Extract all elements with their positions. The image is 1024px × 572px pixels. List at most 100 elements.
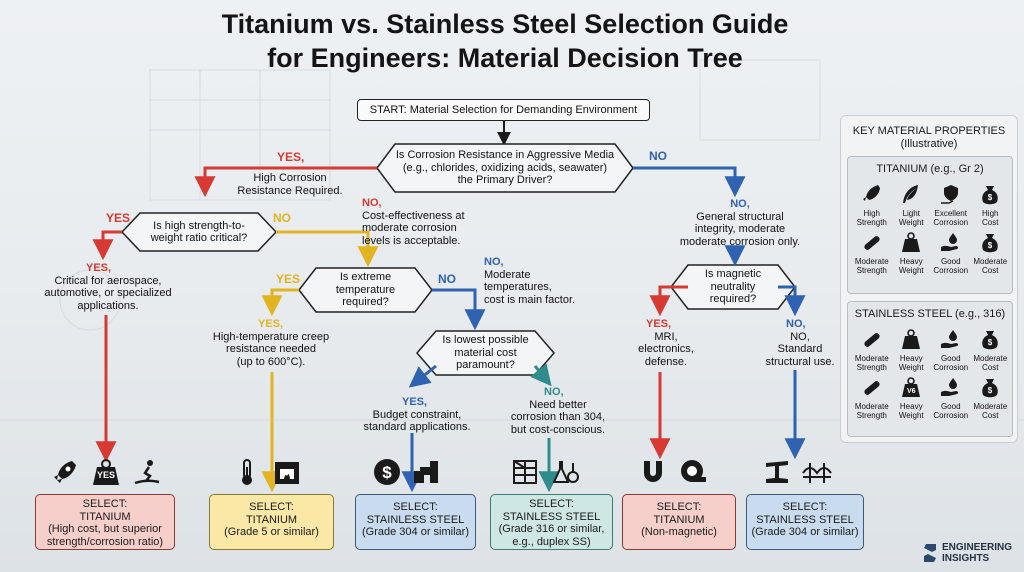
- stainless-label-5-b: Strength: [856, 411, 887, 420]
- feather-icon: [903, 185, 919, 203]
- sel4-d2: e.g., duplex SS): [512, 535, 591, 548]
- bar-icon: [864, 381, 880, 395]
- sel3-d1: (Grade 304 or similar): [362, 526, 469, 538]
- yes-badge-text: YES: [96, 470, 115, 480]
- q1-yes-text-2: Resistance Required.: [237, 184, 343, 197]
- selection-stainless-304-structural: SELECT: STAINLESS STEEL (Grade 304 or si…: [746, 494, 864, 550]
- money-bag-icon: $: [982, 379, 999, 398]
- titanium-label-8-a: Moderate: [973, 257, 1008, 266]
- weight-icon: [902, 377, 921, 397]
- yes-weight-icon: YES: [90, 457, 122, 487]
- selection-titanium-1: SELECT: TITANIUM (High cost, but superio…: [35, 494, 175, 550]
- q5-yes-text-3: defense.: [644, 355, 688, 368]
- dollar-coin-icon: $: [374, 459, 400, 485]
- q5-line-2: neutrality: [710, 280, 756, 293]
- q1-line-1: Is Corrosion Resistance in Aggressive Me…: [395, 149, 615, 162]
- svg-text:$: $: [988, 241, 993, 250]
- arrow-q2-no: [276, 230, 379, 268]
- panel-title-2: (Illustrative): [900, 138, 958, 150]
- logo-mark-icon: [924, 544, 936, 562]
- q2-line-1: Is high strength-to-: [153, 219, 245, 232]
- weight-icon: [902, 232, 921, 252]
- titanium-label-5-b: Strength: [856, 266, 887, 275]
- weight-badge-text: V6: [906, 388, 916, 395]
- page-title-line-2: for Engineers: Material Decision Tree: [267, 43, 743, 73]
- stainless-label-6-a: Heavy: [899, 402, 923, 411]
- q4-yes-text-1: Budget constraint,: [372, 408, 462, 421]
- start-text: START: Material Selection for Demanding …: [369, 103, 638, 116]
- q4-no-text-1: Need better: [529, 398, 587, 411]
- titanium-label-3-b: Corrosion: [933, 218, 969, 227]
- mri-scanner-icon: [681, 460, 706, 482]
- sel1-d2: strength/corrosion ratio): [46, 535, 164, 548]
- icons-group-6: [762, 454, 832, 490]
- flask-icon: [552, 461, 579, 483]
- sel6-h2: STAINLESS STEEL: [756, 513, 854, 526]
- icons-group-3: $: [372, 454, 442, 490]
- q4-no-text-3: but cost-conscious.: [510, 423, 606, 436]
- q2-no-text-2: moderate corrosion: [362, 222, 457, 234]
- q1-yes-text-1: High Corrosion: [253, 172, 327, 184]
- hand-shield-icon: [940, 185, 958, 204]
- sel6-d1: (Grade 304 or similar): [751, 526, 859, 538]
- q3-line-2: temperature: [335, 283, 396, 296]
- stainless-header: STAINLESS STEEL (e.g., 316): [854, 308, 1006, 320]
- bar-icon: [864, 333, 880, 347]
- stainless-label-1-b: Strength: [856, 363, 887, 372]
- sel5-d1: (Non-magnetic): [641, 526, 717, 538]
- q4-line-3: paramount?: [456, 359, 515, 372]
- weight-icon: [902, 329, 921, 349]
- sel3-h1: SELECT:: [393, 501, 438, 513]
- q3-no-label-2: NO,: [484, 256, 504, 268]
- stainless-label-8-b: Cost: [982, 411, 999, 420]
- q3-no-label: NO: [438, 272, 456, 286]
- q2-line-2: weight ratio critical?: [150, 232, 248, 244]
- sel4-d1: (Grade 316 or similar,: [498, 523, 605, 535]
- q4-line-2: material cost: [454, 346, 517, 359]
- titanium-label-1-a: High: [863, 209, 880, 218]
- question-3: Is extreme temperature required?: [316, 269, 415, 311]
- question-2: Is high strength-to- weight ratio critic…: [140, 214, 258, 250]
- q3-yes-label: YES: [276, 272, 301, 286]
- q3-yes-text-3: (up to 600°C).: [236, 355, 306, 368]
- hand-drop-icon: [940, 233, 958, 251]
- svg-text:$: $: [988, 193, 993, 202]
- titanium-label-4-a: High: [982, 209, 999, 218]
- q3-no-text-1: Moderate: [484, 268, 531, 281]
- sel4-h2: STAINLESS STEEL: [502, 510, 601, 523]
- titanium-label-7-b: Corrosion: [933, 266, 969, 275]
- q5-yes-label: YES,: [646, 318, 672, 330]
- titanium-label-3-a: Excellent: [934, 209, 967, 218]
- selection-stainless-316: SELECT: STAINLESS STEEL (Grade 316 or si…: [490, 494, 613, 550]
- logo-line-1: ENGINEERING: [942, 542, 1013, 553]
- thermometer-icon: [242, 459, 252, 485]
- q2-no-label: NO: [273, 211, 291, 225]
- arrow-q5-yes: [649, 285, 688, 317]
- titanium-label-4-b: Cost: [982, 218, 999, 227]
- q5-no-label: NO,: [786, 318, 806, 330]
- icons-group-2: [232, 454, 302, 490]
- sel1-h1: SELECT:: [82, 498, 128, 510]
- q4-yes-text-2: standard applications.: [363, 421, 471, 433]
- arrow-q4-no: [530, 363, 552, 387]
- titanium-label-8-b: Cost: [982, 266, 999, 275]
- q1-yes-text: High Corrosion Resistance Required.: [230, 172, 350, 197]
- q5-yes-text: YES, MRI, electronics, defense.: [626, 318, 706, 368]
- sel3-h2: STAINLESS STEEL: [366, 513, 465, 526]
- q5-no-text-2: Standard: [777, 343, 823, 355]
- q4-no-text: NO, Need better corrosion than 304, but …: [496, 386, 620, 436]
- sel1-d1: (High cost, but superior: [48, 523, 162, 535]
- bridge-icon: [802, 463, 832, 483]
- sel6-h1: SELECT:: [782, 501, 828, 513]
